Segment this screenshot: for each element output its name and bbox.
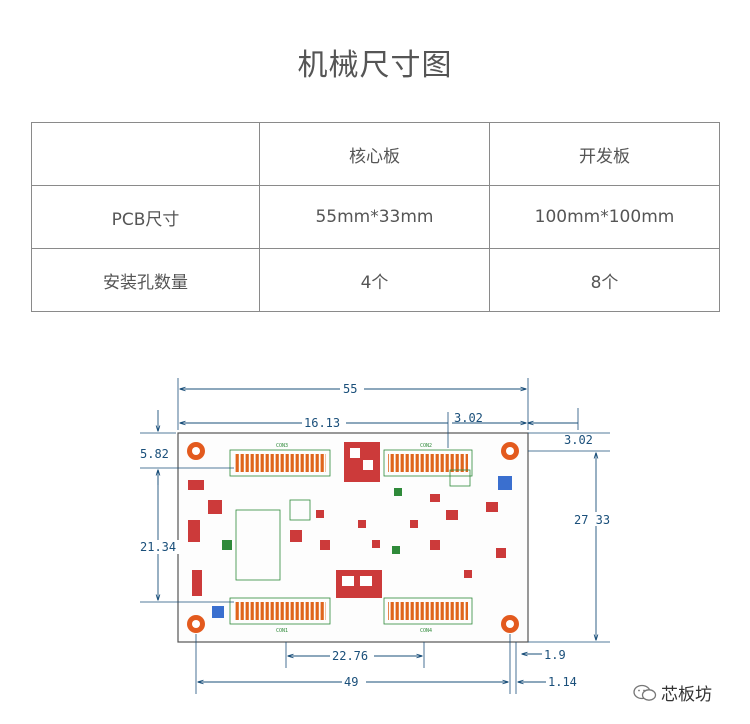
table-cell: 55mm*33mm [259,185,490,249]
pcb-mechanical-drawing: CON3 CON2 CON1 CON4 [136,378,626,694]
connector-con1 [234,602,326,620]
table-cell: 100mm*100mm [489,185,720,249]
connector-con2 [388,454,468,472]
connector-label: CON1 [276,628,288,634]
table-header-cell: 核心板 [259,122,490,186]
table-cell: 4个 [259,248,490,312]
connector-label: CON3 [276,443,288,449]
board-connectors: CON3 CON2 CON1 CON4 [229,443,473,634]
dimension-label: 3.02 [454,411,483,425]
mounting-holes [187,442,519,633]
dimension-label: 27 33 [574,513,610,527]
connector-label: CON4 [420,628,432,634]
table-cell: PCB尺寸 [31,185,260,249]
connector-label: CON2 [420,443,432,449]
table-header-row: 核心板 开发板 [31,122,720,186]
dimension-label: 5.82 [140,447,169,461]
spec-table: 核心板 开发板 PCB尺寸 55mm*33mm 100mm*100mm 安装孔数… [31,122,720,312]
dimension-label: 3.02 [564,433,593,447]
dimension-annotations: 55 16.13 3.02 3.02 27 33 5.82 21.34 [136,378,626,694]
connector-con4 [388,602,468,620]
table-header-cell [31,122,260,186]
dimension-label: 16.13 [304,416,340,430]
dimension-label: 49 [344,675,358,689]
page-title: 机械尺寸图 [297,48,453,83]
watermark-text: 芯板坊 [661,685,712,705]
connector-con3 [234,454,326,472]
dimension-label: 1.14 [548,675,577,689]
dimension-label: 22.76 [332,649,368,663]
table-row: 安装孔数量 4个 8个 [31,248,720,312]
dimension-label: 55 [343,382,357,396]
table-cell: 安装孔数量 [31,248,260,312]
board-components [188,442,512,618]
wechat-icon [633,684,657,701]
table-header-cell: 开发板 [489,122,720,186]
dimension-label: 21.34 [140,540,176,554]
dimension-label: 1.9 [544,648,566,662]
watermark: 芯板坊 [633,680,712,705]
table-cell: 8个 [489,248,720,312]
table-row: PCB尺寸 55mm*33mm 100mm*100mm [31,185,720,249]
